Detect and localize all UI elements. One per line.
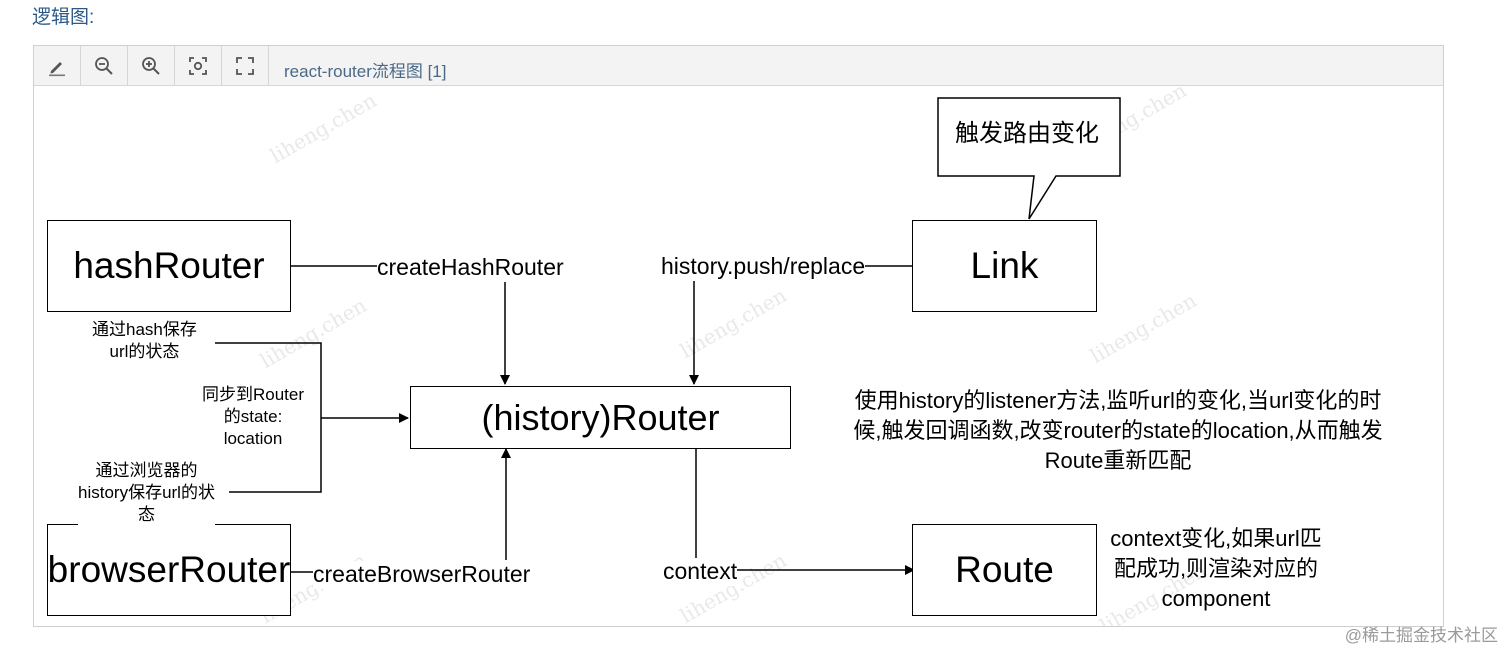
zoom-out-button[interactable] (81, 46, 128, 85)
note-browser-save: 通过浏览器的 history保存url的状 态 (78, 460, 215, 527)
node-route: Route (912, 524, 1097, 616)
edit-icon (49, 61, 65, 76)
callout-bubble (937, 97, 1121, 220)
edge-label-history-push-replace: history.push/replace (661, 253, 866, 281)
edit-button[interactable] (34, 46, 81, 85)
edge-label-create-browser-router: createBrowserRouter (313, 561, 531, 589)
note-hash-save: 通过hash保存 url的状态 (92, 319, 197, 364)
edge-label-create-hash-router: createHashRouter (377, 254, 564, 282)
callout-text: 触发路由变化 (955, 120, 1099, 147)
node-browser-router: browserRouter (47, 524, 291, 616)
fullscreen-icon (236, 56, 254, 75)
fullscreen-button[interactable] (222, 46, 269, 85)
diagram-title: react-router流程图 [1] (284, 62, 447, 81)
node-history-router: (history)Router (410, 386, 791, 449)
viewer-toolbar: react-router流程图 [1] (34, 46, 1443, 86)
reset-view-icon (189, 56, 207, 75)
node-hash-router: hashRouter (47, 220, 291, 312)
zoom-out-icon (95, 56, 113, 75)
diagram-canvas: liheng.chen liheng.chen liheng.chen lihe… (34, 86, 1443, 626)
note-listener: 使用history的listener方法,监听url的变化,当url变化的时 候… (853, 388, 1383, 474)
note-context-change: context变化,如果url匹 配成功,则渲染对应的 component (1110, 526, 1322, 612)
reset-view-button[interactable] (175, 46, 222, 85)
edge-label-context: context (663, 558, 738, 586)
note-sync-state: 同步到Router 的state: location (202, 384, 305, 451)
page-heading: 逻辑图: (32, 7, 95, 28)
zoom-in-button[interactable] (128, 46, 175, 85)
node-link: Link (912, 220, 1097, 312)
diagram-viewer: react-router流程图 [1] liheng.chen liheng.c… (33, 45, 1444, 627)
footer-credit: @稀土掘金技术社区 (1344, 626, 1498, 645)
zoom-in-icon (142, 56, 160, 75)
